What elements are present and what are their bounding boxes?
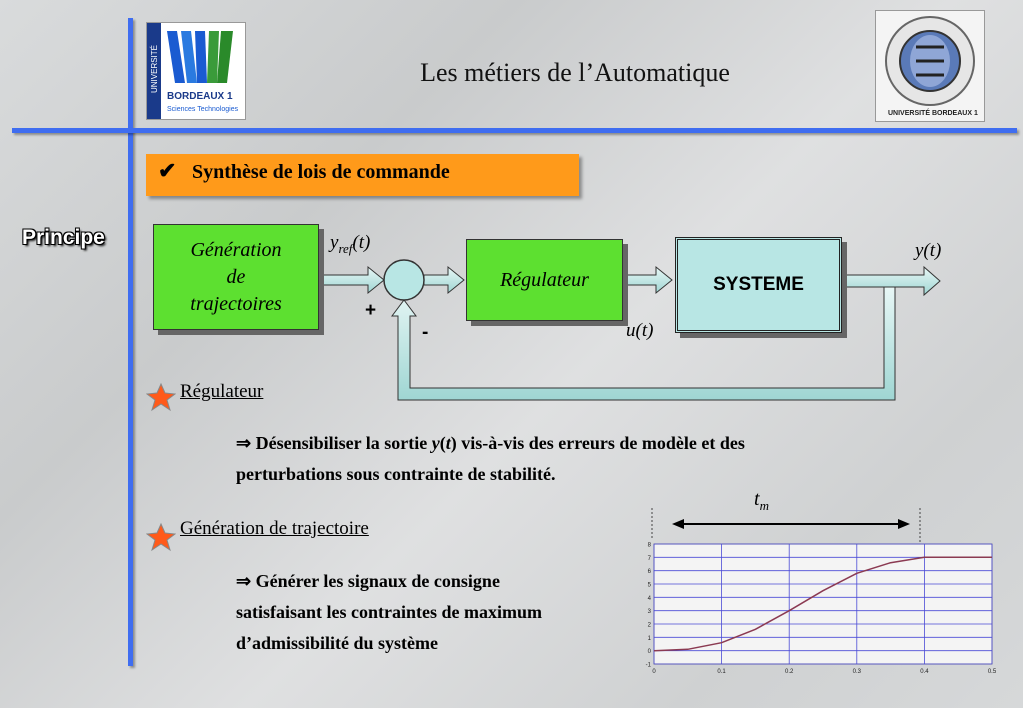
section2-line1: Générer les signaux de consigne: [255, 571, 500, 591]
yref-label: yref(t): [330, 232, 370, 257]
tm-main: t: [754, 488, 760, 510]
chart-y-tick-label: 5: [648, 583, 652, 589]
chart-y-tick-label: 4: [648, 596, 652, 602]
arrow-sum-to-regulator: [423, 265, 465, 295]
summing-junction: [383, 259, 425, 301]
chart-series-line: [653, 556, 992, 652]
star-icon-2: [146, 522, 176, 552]
page-title: Les métiers de l’Automatique: [420, 58, 730, 87]
section1-paren-open: (: [439, 433, 446, 453]
tm-sub: m: [759, 498, 769, 513]
regulator-label: Régulateur: [500, 268, 589, 291]
feedback-loop: [391, 286, 896, 401]
chart-x-tick-label: 0.3: [853, 669, 862, 675]
vertical-rule: [128, 18, 133, 666]
gen-label-line2: de: [226, 265, 246, 288]
gen-label-line3: trajectoires: [190, 292, 282, 315]
tm-label: tm: [754, 488, 769, 514]
section1-text2: vis-à-vis des erreurs de modèle et des: [456, 433, 745, 453]
eea-logo: UNIVERSITÉ BORDEAUX 1: [875, 10, 985, 122]
arrow-regulator-to-system: [623, 265, 673, 295]
section2-paragraph: ⇒ Générer les signaux de consigne satisf…: [236, 566, 656, 659]
trajectory-generation-block: Génération de trajectoires: [153, 224, 319, 330]
logo-vertical-text: UNIVERSITÉ: [150, 45, 159, 93]
minus-sign: -: [422, 322, 429, 343]
logo-seal-text: UNIVERSITÉ BORDEAUX 1: [888, 108, 978, 117]
chart-x-tick-label: 0.2: [785, 669, 794, 675]
principe-label: Principe: [22, 226, 105, 249]
chart-plot-area: [653, 543, 993, 665]
block-diagram-wiring: [320, 259, 941, 401]
section2-heading: Génération de trajectoire: [180, 518, 369, 539]
chart-y-tick-label: 1: [648, 636, 652, 642]
university-logo: UNIVERSITÉ BORDEAUX 1 Sciences Technolog…: [146, 22, 246, 120]
arrow-icon-2: ⇒: [236, 571, 252, 591]
output-label: y(t): [915, 240, 942, 261]
logo-seal-icon: UNIVERSITÉ BORDEAUX 1: [885, 16, 978, 117]
chart-y-tick-label: 2: [648, 623, 652, 629]
chart-x-tick-label: 0.1: [717, 669, 726, 675]
chart-x-tick-label: 0.4: [920, 669, 929, 675]
section1-text3: perturbations sous contrainte de stabili…: [236, 464, 556, 484]
arrow-system-output: [839, 265, 941, 297]
system-label: SYSTEME: [713, 274, 804, 295]
chart-y-tick-label: 6: [648, 569, 652, 575]
logo-text-sub: Sciences Technologies: [167, 106, 239, 113]
chart-y-tick-label: 8: [648, 543, 652, 549]
chart-y-tick-label: -1: [646, 663, 652, 669]
star-icon: [146, 382, 176, 412]
section2-line2: satisfaisant les contraintes de maximum: [236, 602, 542, 622]
check-icon: ✔: [158, 158, 177, 183]
section1-t: t: [445, 433, 451, 453]
horizontal-rule: [12, 128, 1017, 133]
plus-sign: +: [365, 300, 377, 321]
chart-y-tick-label: 7: [648, 556, 652, 562]
chart-x-tick-label: 0.5: [988, 669, 996, 675]
banner-text: Synthèse de lois de commande: [192, 161, 450, 183]
control-label: u(t): [626, 320, 654, 341]
section2-line3: d’admissibilité du système: [236, 633, 439, 653]
section1-paren-close: ): [450, 433, 457, 453]
section-banner: ✔ Synthèse de lois de commande: [146, 154, 579, 196]
chart-y-tick-label: 0: [648, 649, 652, 655]
arrow-icon: ⇒: [236, 433, 252, 453]
section1-heading: Régulateur: [180, 381, 264, 402]
tm-annotation: [651, 508, 921, 578]
section1-y: y: [431, 433, 440, 453]
regulator-block: Régulateur: [466, 239, 623, 321]
gen-label-line1: Génération: [190, 238, 282, 261]
section1-paragraph: ⇒ Désensibiliser la sortie y(t) vis-à-vi…: [236, 428, 936, 490]
logo-text-main: BORDEAUX 1: [167, 91, 233, 102]
chart-x-tick-label: 0: [652, 669, 656, 675]
arrow-gen-to-sum: [320, 265, 385, 295]
yref-sub: ref: [338, 240, 353, 256]
yref-main: y: [330, 232, 339, 253]
logo-emblem-icon: UNIVERSITÉ BORDEAUX 1 Sciences Technolog…: [147, 23, 239, 119]
chart-y-tick-label: 3: [648, 609, 652, 615]
section1-text1: Désensibiliser la sortie: [255, 433, 432, 453]
system-block: SYSTEME: [675, 237, 842, 333]
yref-arg: (t): [352, 232, 371, 253]
